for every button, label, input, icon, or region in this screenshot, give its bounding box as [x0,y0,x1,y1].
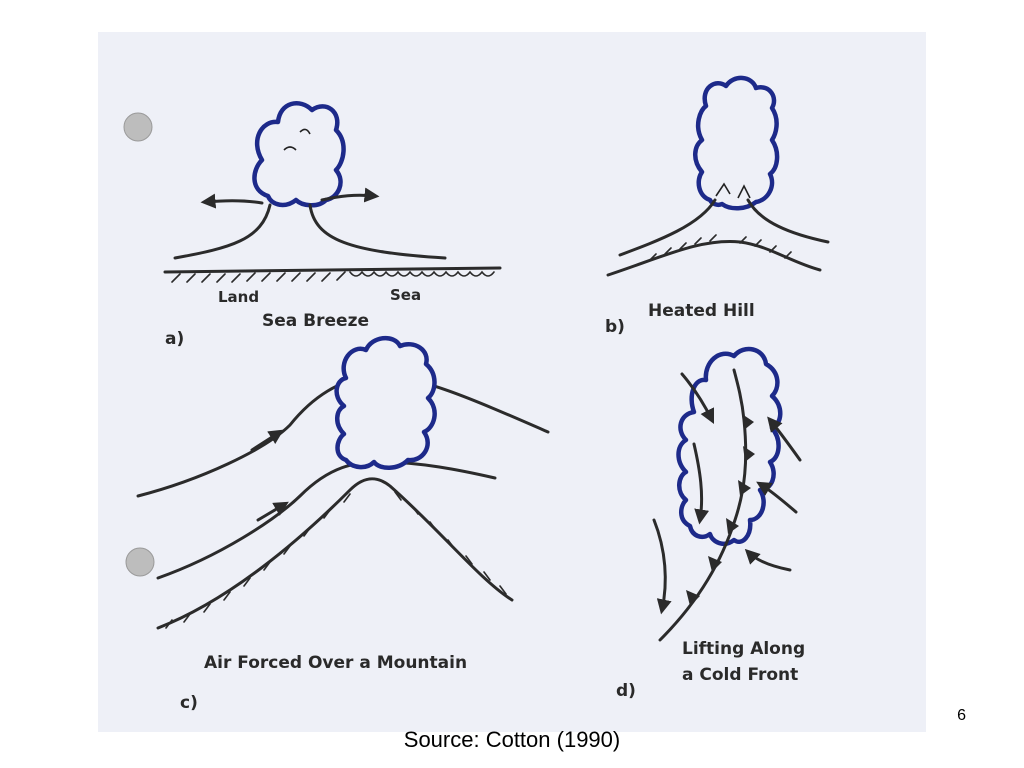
right-inflow-curve [746,198,830,244]
arrow-lower [256,501,289,522]
outflow-right-arrow [320,187,380,203]
cold-air-arrow-1 [652,518,672,615]
binder-hole-top [123,112,153,142]
cold-front-cloud [676,346,783,546]
hill-surface [606,239,822,277]
sea-inflow-curve [308,203,447,260]
ground-line [163,266,502,274]
page-number: 6 [957,707,966,724]
panel-d-title-line2: a Cold Front [682,665,798,685]
land-hatch [171,271,346,283]
land-inflow-curve [173,203,272,260]
orographic-cloud [334,336,437,470]
panel-d-title-line1: Lifting Along [682,639,805,659]
panel-a-sea-breeze: Land Sea a) Sea Breeze [163,101,502,349]
panel-b-title: Heated Hill [648,301,755,321]
panel-c-letter: c) [180,693,198,713]
panel-d-letter: d) [616,681,636,701]
panel-a-title: Sea Breeze [262,311,369,331]
mountain-hatch [165,491,507,629]
label-land: Land [218,288,259,306]
panel-b-heated-hill: b) Heated Hill [605,75,830,337]
rising-arrow-1 [744,548,792,572]
sea-breeze-cloud [252,101,346,208]
heated-hill-cloud [693,75,780,211]
rising-arrow-3 [767,416,802,462]
panel-c-title: Air Forced Over a Mountain [204,653,467,673]
source-caption: Source: Cotton (1990) [403,727,621,752]
panel-c-mountain: c) Air Forced Over a Mountain [136,336,550,713]
panel-b-letter: b) [605,317,625,337]
sea-waves [349,270,495,277]
cold-air-arrow-3 [680,372,715,425]
panel-a-letter: a) [165,329,184,349]
left-inflow-curve [618,198,717,257]
rising-arrow-2 [756,481,798,514]
cold-air-arrow-2 [692,442,710,525]
outflow-left-arrow [200,193,264,209]
streamline-middle [136,374,550,498]
arrow-middle [250,429,284,452]
label-sea: Sea [390,286,421,304]
mountain-surface [156,477,514,630]
binder-hole-bottom [125,547,155,577]
streamline-lower [156,460,497,580]
hill-hatch [649,234,792,261]
scanned-figure-background [98,32,926,732]
cold-front-line [658,368,748,642]
panel-d-cold-front: d) Lifting Along a Cold Front [616,346,805,701]
